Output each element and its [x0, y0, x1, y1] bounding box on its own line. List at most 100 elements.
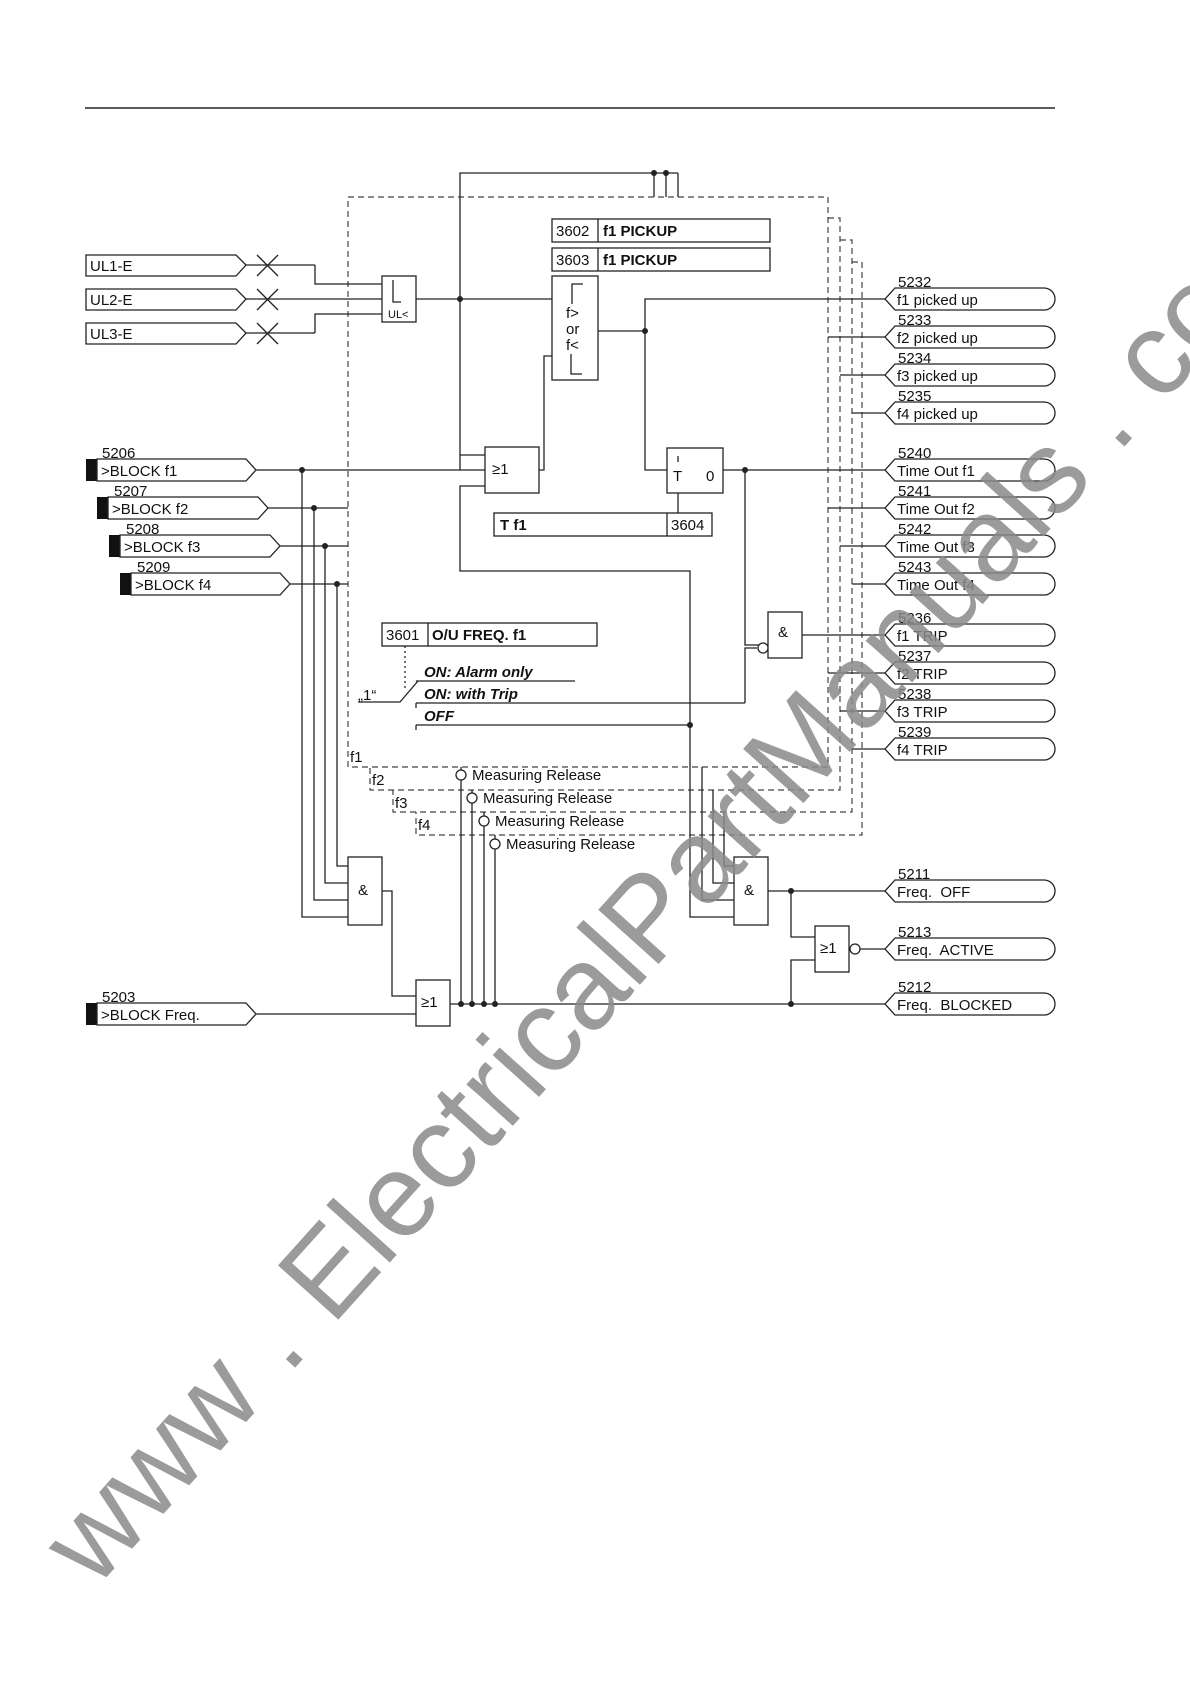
svg-text:f4 TRIP: f4 TRIP	[897, 742, 948, 759]
svg-text:Freq. BLOCKED: Freq. BLOCKED	[897, 997, 1012, 1014]
svg-text:3604: 3604	[671, 517, 704, 534]
input-block-f3: 5208 >BLOCK f3	[109, 521, 281, 558]
svg-text:5213: 5213	[898, 924, 931, 941]
svg-text:5207: 5207	[114, 483, 147, 500]
svg-text:Time Out f2: Time Out f2	[897, 501, 975, 518]
or-gate-active: ≥1	[814, 925, 861, 973]
svg-text:3603: 3603	[556, 252, 589, 269]
svg-text:5206: 5206	[102, 445, 135, 462]
timer-block: T 0	[666, 447, 724, 494]
or-gate-blocked: ≥1	[415, 979, 451, 1027]
voltage-wires	[246, 254, 382, 345]
svg-text:5237: 5237	[898, 648, 931, 665]
or-gate-block: ≥1	[484, 446, 540, 494]
output-5234: 5234 f3 picked up	[884, 350, 1056, 387]
input-ul1: UL1-E	[85, 254, 247, 277]
svg-text:f3 picked up: f3 picked up	[897, 368, 978, 385]
output-5243: 5243 Time Out f4	[884, 559, 1056, 596]
zone-f4-label: f4	[418, 817, 431, 834]
svg-text:0: 0	[706, 468, 714, 485]
svg-text:5208: 5208	[126, 521, 159, 538]
wire-top-bus	[459, 172, 678, 470]
output-5235: 5235 f4 picked up	[884, 388, 1056, 425]
svg-text:f1 PICKUP: f1 PICKUP	[603, 223, 677, 240]
param-3601: 3601 O/U FREQ. f1	[381, 622, 598, 647]
input-ul3: UL3-E	[85, 322, 247, 345]
svg-text:5203: 5203	[102, 989, 135, 1006]
undervoltage-block: UL<	[381, 275, 417, 323]
svg-text:&: &	[358, 882, 368, 899]
svg-text:f2 TRIP: f2 TRIP	[897, 666, 948, 683]
zone-f1-label: f1	[350, 749, 363, 766]
svg-text:&: &	[744, 882, 754, 899]
svg-text:5240: 5240	[898, 445, 931, 462]
output-5237: 5237 f2 TRIP	[884, 648, 1056, 685]
svg-text:5234: 5234	[898, 350, 931, 367]
measuring-release-f4: Measuring Release	[489, 835, 635, 1004]
output-5236: 5236 f1 TRIP	[884, 610, 1056, 647]
svg-text:5235: 5235	[898, 388, 931, 405]
svg-text:or: or	[566, 321, 579, 338]
svg-text:UL3-E: UL3-E	[90, 326, 133, 343]
svg-text:O/U FREQ. f1: O/U FREQ. f1	[432, 627, 526, 644]
svg-text:Measuring Release: Measuring Release	[506, 836, 635, 853]
svg-text:T: T	[673, 468, 682, 485]
output-5238: 5238 f3 TRIP	[884, 686, 1056, 723]
svg-text:Freq. ACTIVE: Freq. ACTIVE	[897, 942, 994, 959]
measuring-release-f2: Measuring Release	[466, 790, 612, 1004]
svg-text:T f1: T f1	[500, 517, 527, 534]
svg-text:>BLOCK f4: >BLOCK f4	[135, 577, 211, 594]
svg-text:Measuring Release: Measuring Release	[495, 813, 624, 830]
svg-text:3602: 3602	[556, 223, 589, 240]
svg-text:>BLOCK Freq.: >BLOCK Freq.	[101, 1007, 200, 1024]
measuring-release-f3: Measuring Release	[478, 812, 624, 1004]
svg-text:>BLOCK f1: >BLOCK f1	[101, 463, 177, 480]
svg-text:3601: 3601	[386, 627, 419, 644]
zone-f2-frame	[369, 217, 841, 791]
svg-text:5232: 5232	[898, 274, 931, 291]
svg-text:5212: 5212	[898, 979, 931, 996]
svg-text:f4 picked up: f4 picked up	[897, 406, 978, 423]
svg-text:Freq. OFF: Freq. OFF	[897, 884, 970, 901]
svg-text:f>: f>	[566, 305, 579, 322]
svg-text:Measuring Release: Measuring Release	[472, 767, 601, 784]
input-block-f1: 5206 >BLOCK f1	[86, 445, 257, 482]
output-5242: 5242 Time Out f3	[884, 521, 1056, 558]
svg-text:5243: 5243	[898, 559, 931, 576]
svg-text:≥1: ≥1	[421, 994, 438, 1011]
svg-text:5211: 5211	[898, 866, 930, 883]
svg-text:Time Out f1: Time Out f1	[897, 463, 975, 480]
svg-text:f1 PICKUP: f1 PICKUP	[603, 252, 677, 269]
svg-text:5241: 5241	[898, 483, 931, 500]
input-block-f2: 5207 >BLOCK f2	[97, 483, 269, 520]
svg-text:f3 TRIP: f3 TRIP	[897, 704, 948, 721]
svg-text:UL2-E: UL2-E	[90, 292, 133, 309]
svg-text:Measuring Release: Measuring Release	[483, 790, 612, 807]
svg-text:>BLOCK f3: >BLOCK f3	[124, 539, 200, 556]
param-3602: 3602 f1 PICKUP	[551, 218, 771, 243]
mode-switch: „1“ ON: Alarm only ON: with Trip OFF	[358, 646, 745, 730]
and-gate-blocked: &	[347, 856, 383, 926]
measuring-release-f1: Measuring Release	[455, 767, 601, 1004]
svg-text:5236: 5236	[898, 610, 931, 627]
input-block-freq: 5203 >BLOCK Freq.	[86, 989, 257, 1026]
param-3603: 3603 f1 PICKUP	[551, 247, 771, 272]
svg-text:≥1: ≥1	[492, 461, 509, 478]
zone-f4-frame	[415, 261, 863, 836]
svg-text:f1 TRIP: f1 TRIP	[897, 628, 948, 645]
svg-text:OFF: OFF	[424, 708, 455, 725]
svg-text:5238: 5238	[898, 686, 931, 703]
output-5240: 5240 Time Out f1	[884, 445, 1056, 482]
output-5233: 5233 f2 picked up	[884, 312, 1056, 349]
svg-text:5209: 5209	[137, 559, 170, 576]
output-5241: 5241 Time Out f2	[884, 483, 1056, 520]
svg-text:5233: 5233	[898, 312, 931, 329]
zone-f3-frame	[392, 239, 853, 813]
svg-text:≥1: ≥1	[820, 940, 837, 957]
svg-text:UL1-E: UL1-E	[90, 258, 133, 275]
block-wires	[256, 467, 485, 918]
svg-text:„1“: „1“	[358, 687, 376, 704]
output-5239: 5239 f4 TRIP	[884, 724, 1056, 761]
param-3604: T f1 3604	[493, 512, 713, 537]
